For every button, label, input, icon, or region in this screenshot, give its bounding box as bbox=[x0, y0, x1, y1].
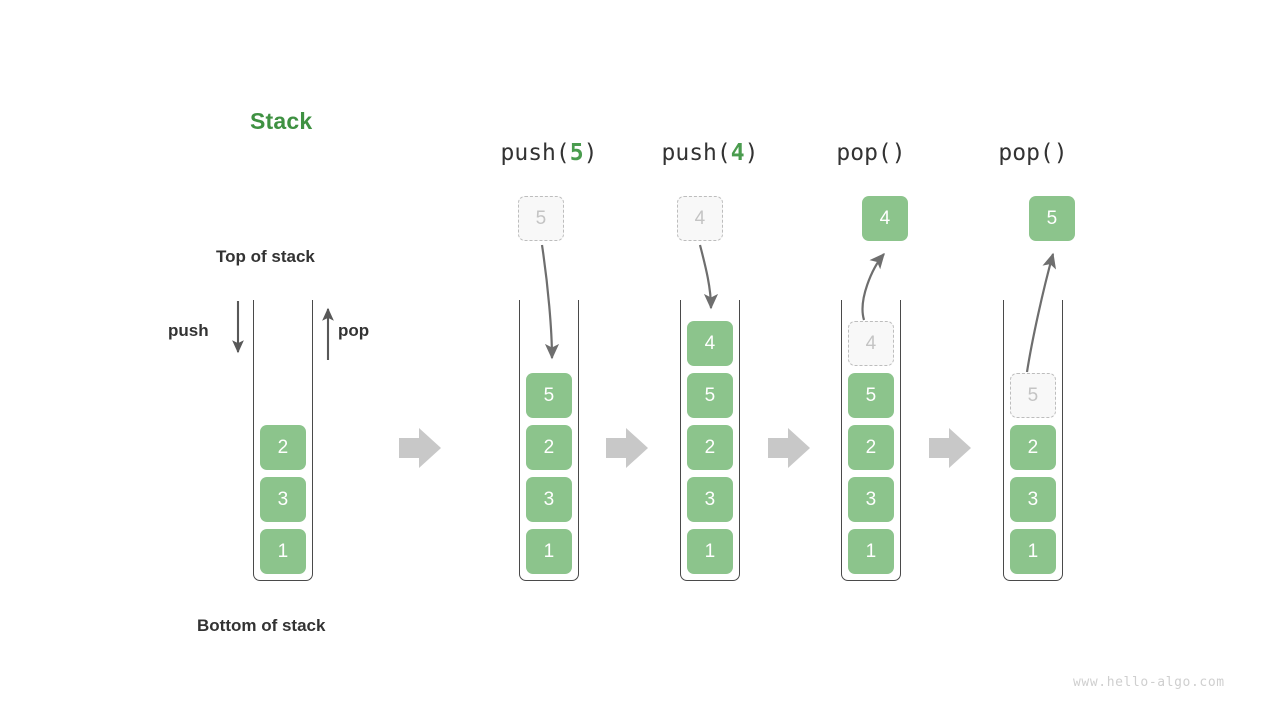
stack-cell: 1 bbox=[260, 529, 306, 574]
stack-container-push4 bbox=[680, 300, 740, 581]
bottom-of-stack-label: Bottom of stack bbox=[197, 616, 326, 635]
stack-cell: 3 bbox=[526, 477, 572, 522]
op-name: pop( bbox=[998, 140, 1054, 166]
stack-cell: 2 bbox=[687, 425, 733, 470]
stack-container-push5 bbox=[519, 300, 579, 581]
op-close: ) bbox=[1053, 140, 1068, 166]
floating-element-push4: 4 bbox=[677, 196, 723, 241]
stack-cell: 3 bbox=[260, 477, 306, 522]
stack-cell: 5 bbox=[687, 373, 733, 418]
op-name: push( bbox=[500, 140, 570, 166]
pop-label: pop bbox=[338, 321, 370, 340]
stack-cell: 4 bbox=[687, 321, 733, 366]
stack-cell: 1 bbox=[526, 529, 572, 574]
op-header-pop1: pop() bbox=[771, 140, 971, 166]
stack-cell: 2 bbox=[1010, 425, 1056, 470]
stack-cell: 3 bbox=[687, 477, 733, 522]
stack-cell-ghost: 5 bbox=[1010, 373, 1056, 418]
stack-cell: 2 bbox=[260, 425, 306, 470]
stack-cell: 1 bbox=[687, 529, 733, 574]
top-of-stack-label: Top of stack bbox=[216, 247, 315, 266]
op-name: pop( bbox=[836, 140, 892, 166]
flow-arrow-icon bbox=[929, 428, 971, 468]
op-close: ) bbox=[583, 140, 598, 166]
popped-element-pop1: 4 bbox=[862, 196, 908, 241]
stack-cell: 1 bbox=[1010, 529, 1056, 574]
op-header-push4: push(4) bbox=[610, 140, 810, 166]
stack-cell: 2 bbox=[848, 425, 894, 470]
stack-container-pop2 bbox=[1003, 300, 1063, 581]
popped-element-pop2: 5 bbox=[1029, 196, 1075, 241]
stack-cell: 5 bbox=[526, 373, 572, 418]
op-header-push5: push(5) bbox=[449, 140, 649, 166]
op-close: ) bbox=[891, 140, 906, 166]
stack-container-initial bbox=[253, 300, 313, 581]
op-header-pop2: pop() bbox=[933, 140, 1133, 166]
watermark: www.hello-algo.com bbox=[1073, 675, 1225, 690]
push-label: push bbox=[168, 321, 209, 340]
page-title: Stack bbox=[250, 108, 313, 134]
flow-arrow-icon bbox=[399, 428, 441, 468]
op-close: ) bbox=[744, 140, 759, 166]
stack-cell-ghost: 4 bbox=[848, 321, 894, 366]
op-arg: 4 bbox=[730, 140, 745, 166]
op-name: push( bbox=[661, 140, 731, 166]
stack-cell: 1 bbox=[848, 529, 894, 574]
stack-cell: 3 bbox=[848, 477, 894, 522]
stack-cell: 3 bbox=[1010, 477, 1056, 522]
insert-arrow-push4-icon bbox=[698, 244, 719, 310]
stack-container-pop1 bbox=[841, 300, 901, 581]
stack-cell: 2 bbox=[526, 425, 572, 470]
floating-element-push5: 5 bbox=[518, 196, 564, 241]
op-arg: 5 bbox=[569, 140, 584, 166]
stack-cell: 5 bbox=[848, 373, 894, 418]
flow-arrow-icon bbox=[768, 428, 810, 468]
flow-arrow-icon bbox=[606, 428, 648, 468]
